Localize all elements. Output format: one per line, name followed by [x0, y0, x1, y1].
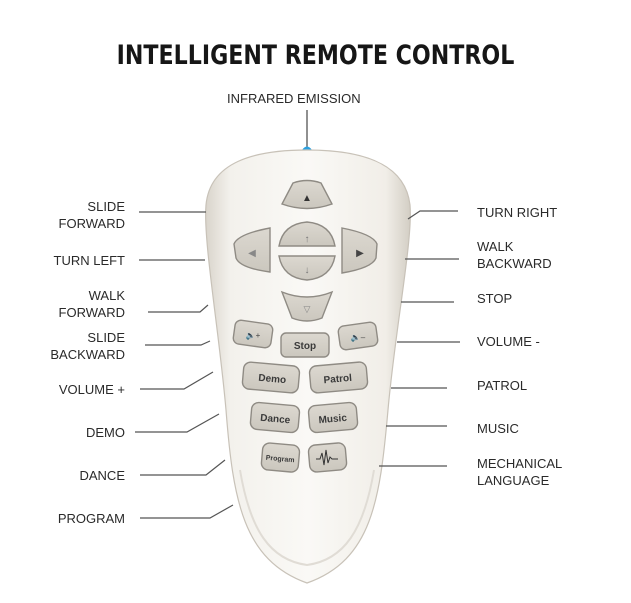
dpad: ▲ ◀ ▶ ↑ ↓ ▽	[233, 179, 378, 322]
turn-right-button[interactable]	[341, 227, 378, 274]
remote-body	[205, 149, 411, 584]
label-stop: STOP	[477, 291, 513, 306]
volume-plus-icon: 🔈+	[246, 331, 261, 340]
label-volume-plus: VOLUME +	[58, 382, 125, 397]
right-arrow-icon: ▶	[356, 248, 364, 259]
label-music: MUSIC	[477, 421, 519, 436]
up-arrow-icon: ▲	[302, 193, 312, 204]
stop-button[interactable]	[280, 332, 330, 358]
demo-button[interactable]	[241, 361, 301, 394]
volume-minus-button[interactable]	[337, 321, 379, 351]
walk-forward-icon: ↑	[305, 234, 310, 245]
dance-button-label: Dance	[260, 413, 291, 427]
program-button[interactable]	[260, 442, 301, 473]
label-turn-left: TURN LEFT	[53, 253, 126, 268]
demo-button-label: Demo	[258, 373, 287, 386]
slide-forward-button[interactable]	[281, 179, 333, 210]
slide-backward-button[interactable]	[280, 290, 334, 322]
patrol-button[interactable]	[308, 361, 369, 394]
music-button-label: Music	[318, 413, 348, 426]
turn-left-button[interactable]	[233, 227, 271, 273]
left-arrow-icon: ◀	[248, 248, 256, 259]
walk-backward-button[interactable]	[278, 255, 336, 281]
walk-forward-button[interactable]	[278, 221, 336, 247]
label-volume-minus: VOLUME -	[477, 334, 540, 349]
slide-backward-icon: ▽	[304, 304, 311, 314]
volume-plus-button[interactable]	[232, 319, 274, 349]
label-turn-right: TURN RIGHT	[477, 205, 558, 220]
label-demo: DEMO	[86, 425, 125, 440]
dance-button[interactable]	[249, 401, 301, 434]
diagram-title: INTELLIGENT REMOTE CONTROL	[116, 40, 515, 71]
label-program: PROGRAM	[57, 511, 125, 526]
program-button-label: Program	[265, 455, 294, 464]
right-leader-lines	[379, 210, 460, 467]
volume-minus-icon: 🔈–	[351, 333, 366, 342]
music-button[interactable]	[307, 401, 359, 434]
left-leader-lines	[135, 211, 234, 519]
stop-button-label: Stop	[294, 341, 316, 352]
infrared-emission-label: INFRARED EMISSION	[227, 91, 361, 106]
label-patrol: PATROL	[477, 378, 528, 393]
label-dance: DANCE	[79, 468, 125, 483]
infrared-led-icon	[302, 146, 312, 150]
walk-backward-icon: ↓	[305, 265, 310, 276]
patrol-button-label: Patrol	[323, 373, 352, 386]
waveform-icon	[316, 449, 338, 466]
